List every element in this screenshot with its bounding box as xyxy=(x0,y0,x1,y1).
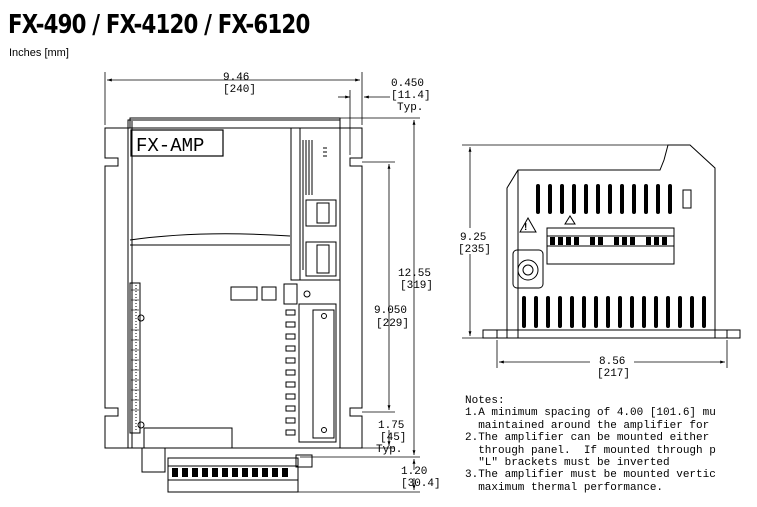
mount-height-in: 9.050 xyxy=(374,305,407,317)
warning-triangle xyxy=(519,216,537,233)
bottom-mm: [45] xyxy=(380,432,406,444)
note-line: through panel. If mounted through p xyxy=(465,444,716,457)
note-line: 1.A minimum spacing of 4.00 [101.6] mu xyxy=(465,407,716,420)
note-line: 2.The amplifier can be mounted either xyxy=(465,432,710,445)
model-label: FX-AMP xyxy=(136,135,204,157)
bottom-note: Typ. xyxy=(376,444,402,456)
front-dimensions xyxy=(104,72,420,493)
side-view xyxy=(482,144,741,339)
notes-heading: Notes: xyxy=(465,395,505,407)
led-column xyxy=(285,309,296,436)
note-line: 3.The amplifier must be mounted vertic xyxy=(465,469,716,482)
terminal-block xyxy=(167,457,299,493)
side-connector xyxy=(298,303,337,443)
round-connector xyxy=(517,259,539,281)
notes-block: Notes:1.A minimum spacing of 4.00 [101.6… xyxy=(465,395,740,505)
width-in: 9.46 xyxy=(223,72,249,84)
width-mm: [240] xyxy=(223,84,256,96)
connector-mm: [30.4] xyxy=(401,478,441,490)
note-line: maintained around the amplifier for xyxy=(465,419,710,432)
chassis xyxy=(127,119,341,449)
flange-in: 0.450 xyxy=(391,78,424,90)
flange-note: Typ. xyxy=(397,102,423,114)
bottom-in: 1.75 xyxy=(378,420,404,432)
front-view xyxy=(104,117,363,493)
height-in: 12.55 xyxy=(398,268,431,280)
left-rail-hatch xyxy=(131,289,139,411)
db-connector xyxy=(682,189,692,209)
side-height-mm: [235] xyxy=(458,244,491,256)
note-line: "L" brackets must be inverted xyxy=(465,457,670,470)
note-line: maximum thermal performance. xyxy=(465,481,664,494)
terminal-screws xyxy=(172,468,288,477)
side-terminal-screws xyxy=(550,237,667,245)
round-connector-base xyxy=(512,249,544,289)
component-a xyxy=(230,286,258,301)
side-housing xyxy=(506,144,716,339)
connector-in: 1.20 xyxy=(401,466,427,478)
heatsink-fins xyxy=(302,140,327,270)
vent-slots-bottom xyxy=(522,296,706,328)
component-b xyxy=(261,286,277,301)
mount-height-mm: [229] xyxy=(376,318,409,330)
bottom-plug xyxy=(141,448,166,473)
page-title: FX-490 / FX-4120 / FX-6120 xyxy=(8,10,310,40)
side-height-in: 9.25 xyxy=(460,232,486,244)
side-dimensions xyxy=(462,144,728,368)
base-flange xyxy=(482,329,741,339)
warning-icon: ! xyxy=(524,222,527,233)
mounting-plate xyxy=(104,117,363,449)
side-width-mm: [217] xyxy=(597,368,630,380)
flange-mm: [11.4] xyxy=(391,90,431,102)
model-label-box xyxy=(130,129,224,157)
height-mm: [319] xyxy=(400,280,433,292)
vent-slots-top xyxy=(536,184,672,214)
side-width-in: 8.56 xyxy=(599,356,625,368)
units-caption: Inches [mm] xyxy=(9,47,69,59)
heatsink-block xyxy=(290,127,341,281)
